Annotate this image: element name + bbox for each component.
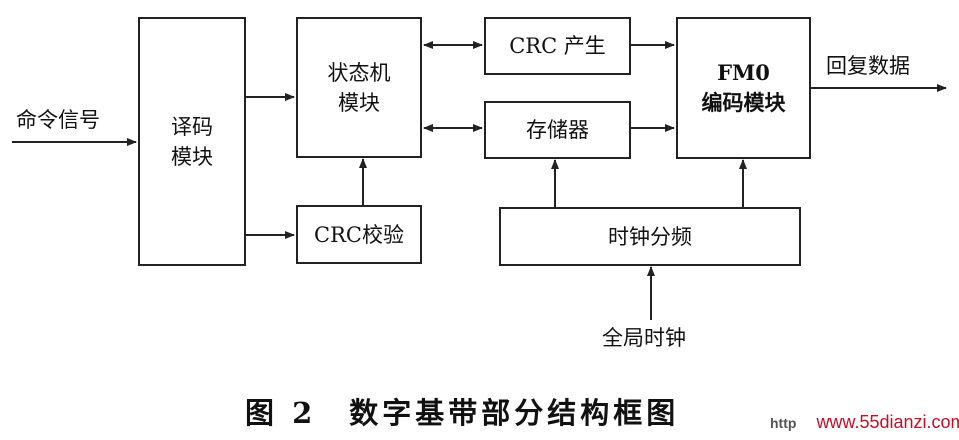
fm0-encoder-block: FM0 编码模块 — [676, 17, 811, 159]
state-machine-block: 状态机 模块 — [296, 17, 422, 158]
crc-gen-block: CRC 产生 — [484, 17, 631, 75]
output-label: 回复数据 — [826, 54, 910, 78]
crc-check-block: CRC校验 — [296, 205, 422, 264]
watermark-prefix: http — [770, 415, 797, 431]
watermark-site: www.55dianzi.com — [816, 412, 959, 432]
global-clock-label: 全局时钟 — [602, 326, 686, 350]
watermark: http www.55dianzi.com — [770, 412, 959, 433]
decoder-block: 译码 模块 — [138, 17, 246, 266]
figure-caption: 图 2 数字基带部分结构框图 — [245, 396, 680, 430]
clock-divider-block: 时钟分频 — [499, 207, 801, 266]
input-label: 命令信号 — [16, 108, 100, 132]
memory-block: 存储器 — [484, 101, 631, 159]
